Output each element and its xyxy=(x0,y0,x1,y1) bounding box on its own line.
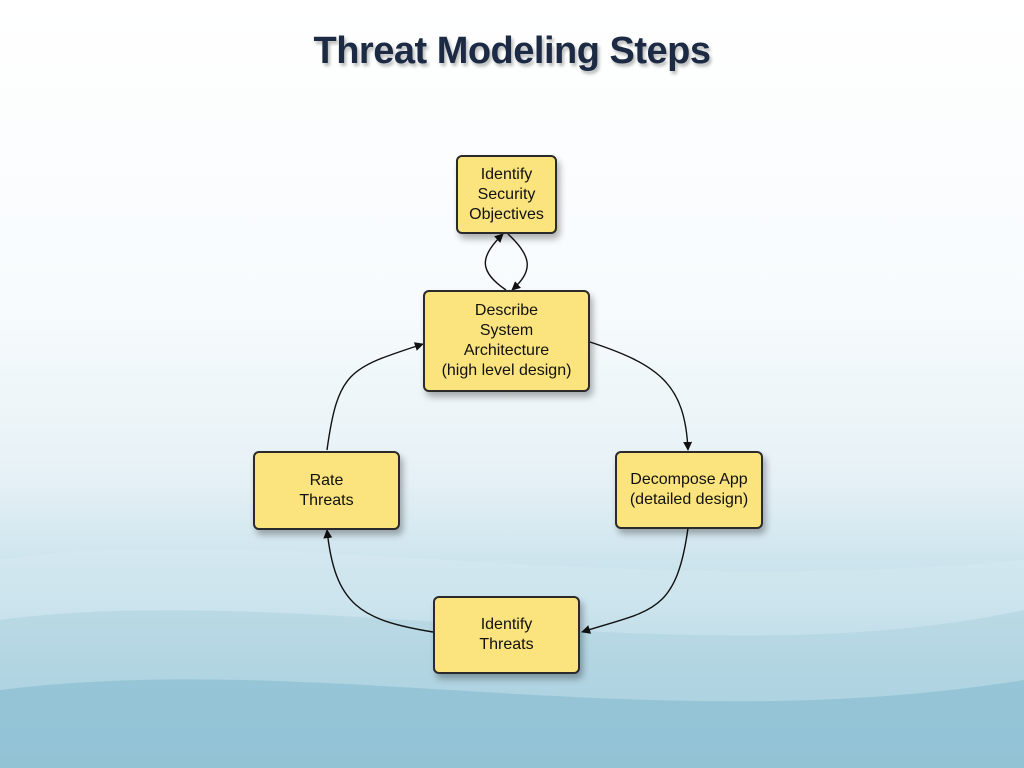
node-label-line: Describe xyxy=(474,302,539,319)
node-label-line: Security xyxy=(477,185,536,203)
node-label-line: Threats xyxy=(479,636,534,653)
node-label-line: Rate xyxy=(309,471,344,489)
node-decompose-app: Decompose App (detailed design) xyxy=(615,451,763,529)
node-label-line: Identify xyxy=(480,165,533,183)
page-title: Threat Modeling Steps xyxy=(313,30,711,72)
node-label-line: Identify xyxy=(480,616,533,633)
node-identify-security-objectives: Identify Security Objectives xyxy=(456,155,557,234)
node-label-line: (detailed design) xyxy=(629,491,749,508)
node-describe-system-architecture: Describe System Architecture (high level… xyxy=(423,290,590,392)
node-label-line: Threats xyxy=(299,491,354,509)
node-label-line: (high level design) xyxy=(441,362,572,379)
node-identify-threats: Identify Threats xyxy=(433,596,580,674)
node-label-line: Architecture xyxy=(463,342,550,359)
node-label-line: System xyxy=(479,322,534,339)
node-label-line: Objectives xyxy=(469,205,544,223)
node-rate-threats: Rate Threats xyxy=(253,451,400,530)
node-label-line: Decompose App xyxy=(630,471,748,488)
